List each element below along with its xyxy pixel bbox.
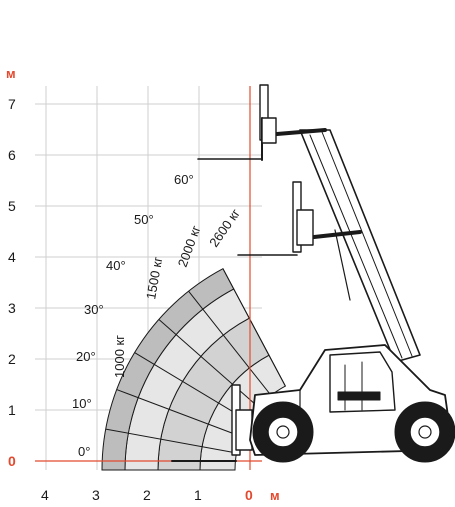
- x-tick-label: 1: [194, 487, 202, 503]
- angle-ray: [116, 389, 242, 437]
- y-tick-label: 5: [8, 198, 16, 214]
- angle-label: 0°: [78, 444, 90, 459]
- angle-ray: [158, 319, 259, 408]
- y-tick-label: 7: [8, 96, 16, 112]
- load-label: 1500 кг: [143, 255, 165, 300]
- angle-label: 20°: [76, 349, 96, 364]
- rear-wheel: [394, 401, 455, 463]
- y-tick-label: 4: [8, 249, 16, 265]
- angle-ray: [134, 352, 249, 422]
- y-tick-label: 0: [8, 453, 16, 469]
- y-tick-label: 3: [8, 300, 16, 316]
- angle-label: 50°: [134, 212, 154, 227]
- load-label: 1000 кг: [112, 335, 127, 378]
- x-tick-label: 2: [143, 487, 151, 503]
- y-unit-label: м: [6, 66, 16, 81]
- boom: [263, 128, 421, 363]
- telehandler-illustration: [171, 84, 455, 463]
- y-tick-label: 6: [8, 147, 16, 163]
- angle-ray: [222, 268, 286, 387]
- fork-bottom: [171, 384, 253, 462]
- x-tick-label: 3: [92, 487, 100, 503]
- y-tick-label: 2: [8, 351, 16, 367]
- angle-label: 40°: [106, 258, 126, 273]
- x-tick-label: 4: [41, 487, 49, 503]
- x-unit-label: м: [270, 488, 280, 503]
- fork-top: [197, 84, 277, 161]
- x-tick-label: 0: [245, 487, 253, 503]
- load-label: 2600 кг: [206, 206, 243, 250]
- front-wheel: [252, 401, 314, 463]
- angle-ray: [188, 290, 272, 396]
- angle-label: 60°: [174, 172, 194, 187]
- fork-middle: [237, 181, 314, 256]
- angle-label: 30°: [84, 302, 104, 317]
- angle-labels: 0° 10° 20° 30° 40° 50° 60°: [72, 172, 194, 459]
- angle-label: 10°: [72, 396, 92, 411]
- angle-ray: [105, 428, 237, 454]
- y-tick-label: 1: [8, 402, 16, 418]
- y-axis-labels: 7 6 5 4 3 2 1 0: [8, 96, 16, 469]
- x-axis-labels: 4 3 2 1 0: [41, 487, 253, 503]
